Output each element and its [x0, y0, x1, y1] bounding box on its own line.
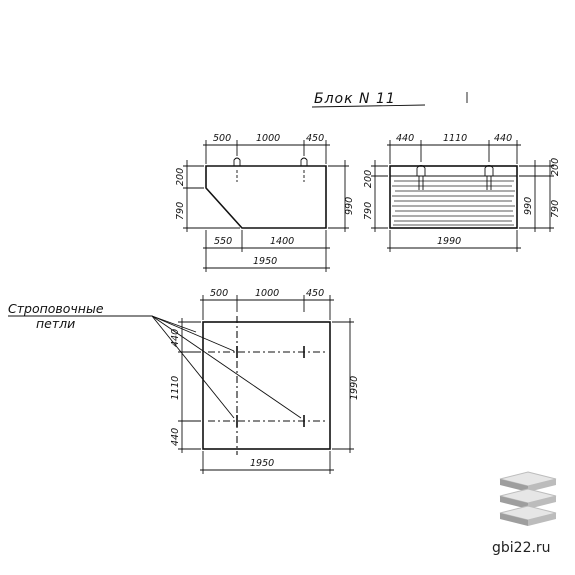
plan-dim-left-2: 1110	[170, 376, 181, 400]
front-dim-left-1: 200	[363, 170, 374, 188]
front-dim-right-2: 790	[550, 200, 561, 218]
front-loop-left-icon	[416, 165, 426, 176]
side-loop-right-icon	[300, 157, 308, 166]
side-dim-top-2: 1000	[256, 133, 280, 144]
front-view-hatching	[392, 180, 515, 226]
side-dim-top-1: 500	[213, 133, 231, 144]
plan-dim-right: 1990	[349, 376, 360, 400]
site-logo	[499, 471, 557, 526]
plan-view: 500 1000 450 440 1110 440 1990 1950	[170, 288, 360, 474]
leader-line-4	[151, 315, 197, 333]
side-dim-top-3: 450	[306, 133, 324, 144]
front-dim-top-2: 1110	[443, 133, 467, 144]
front-dim-right-1: 200	[550, 158, 561, 176]
side-dim-bottom-1: 550	[214, 236, 232, 247]
plan-dim-left-3: 440	[170, 428, 181, 446]
leader-line-2	[151, 315, 302, 419]
front-dim-right-overall: 990	[523, 197, 534, 215]
plan-dim-overall: 1950	[250, 458, 274, 469]
side-dim-bottom-2: 1400	[270, 236, 294, 247]
side-view-outline	[205, 165, 327, 229]
callout-line-1: Строповочные	[8, 301, 104, 316]
lifting-loops-callout: Строповочные петли	[8, 301, 302, 419]
plan-dim-top-1: 500	[210, 288, 228, 299]
front-loop-right-icon	[484, 165, 494, 176]
front-view-outline	[389, 165, 518, 229]
plan-dim-left-1: 440	[170, 329, 181, 347]
side-dim-right: 990	[344, 197, 355, 215]
side-dim-overall: 1950	[253, 256, 277, 267]
callout-line-2: петли	[36, 316, 75, 331]
front-dim-left-2: 790	[363, 202, 374, 220]
front-dim-overall: 1990	[437, 236, 461, 247]
leader-line-3	[151, 315, 235, 419]
front-view: 440 1110 440 200 790 990 200 790 1990	[363, 133, 561, 252]
side-dim-left-1: 200	[175, 168, 186, 186]
side-view: 500 1000 450 200 790 990 550 1400 1950	[175, 133, 355, 272]
plan-dim-top-3: 450	[306, 288, 324, 299]
front-dim-top-1: 440	[396, 133, 414, 144]
drawing-title: Блок N 11	[314, 91, 396, 107]
title-underline	[311, 104, 426, 108]
leader-line-1	[151, 315, 235, 352]
side-dim-left-2: 790	[175, 202, 186, 220]
site-url: gbi22.ru	[492, 540, 551, 556]
front-dim-top-3: 440	[494, 133, 512, 144]
plan-dim-top-2: 1000	[255, 288, 279, 299]
side-loop-left-icon	[233, 157, 241, 166]
plan-view-outline	[202, 321, 331, 450]
